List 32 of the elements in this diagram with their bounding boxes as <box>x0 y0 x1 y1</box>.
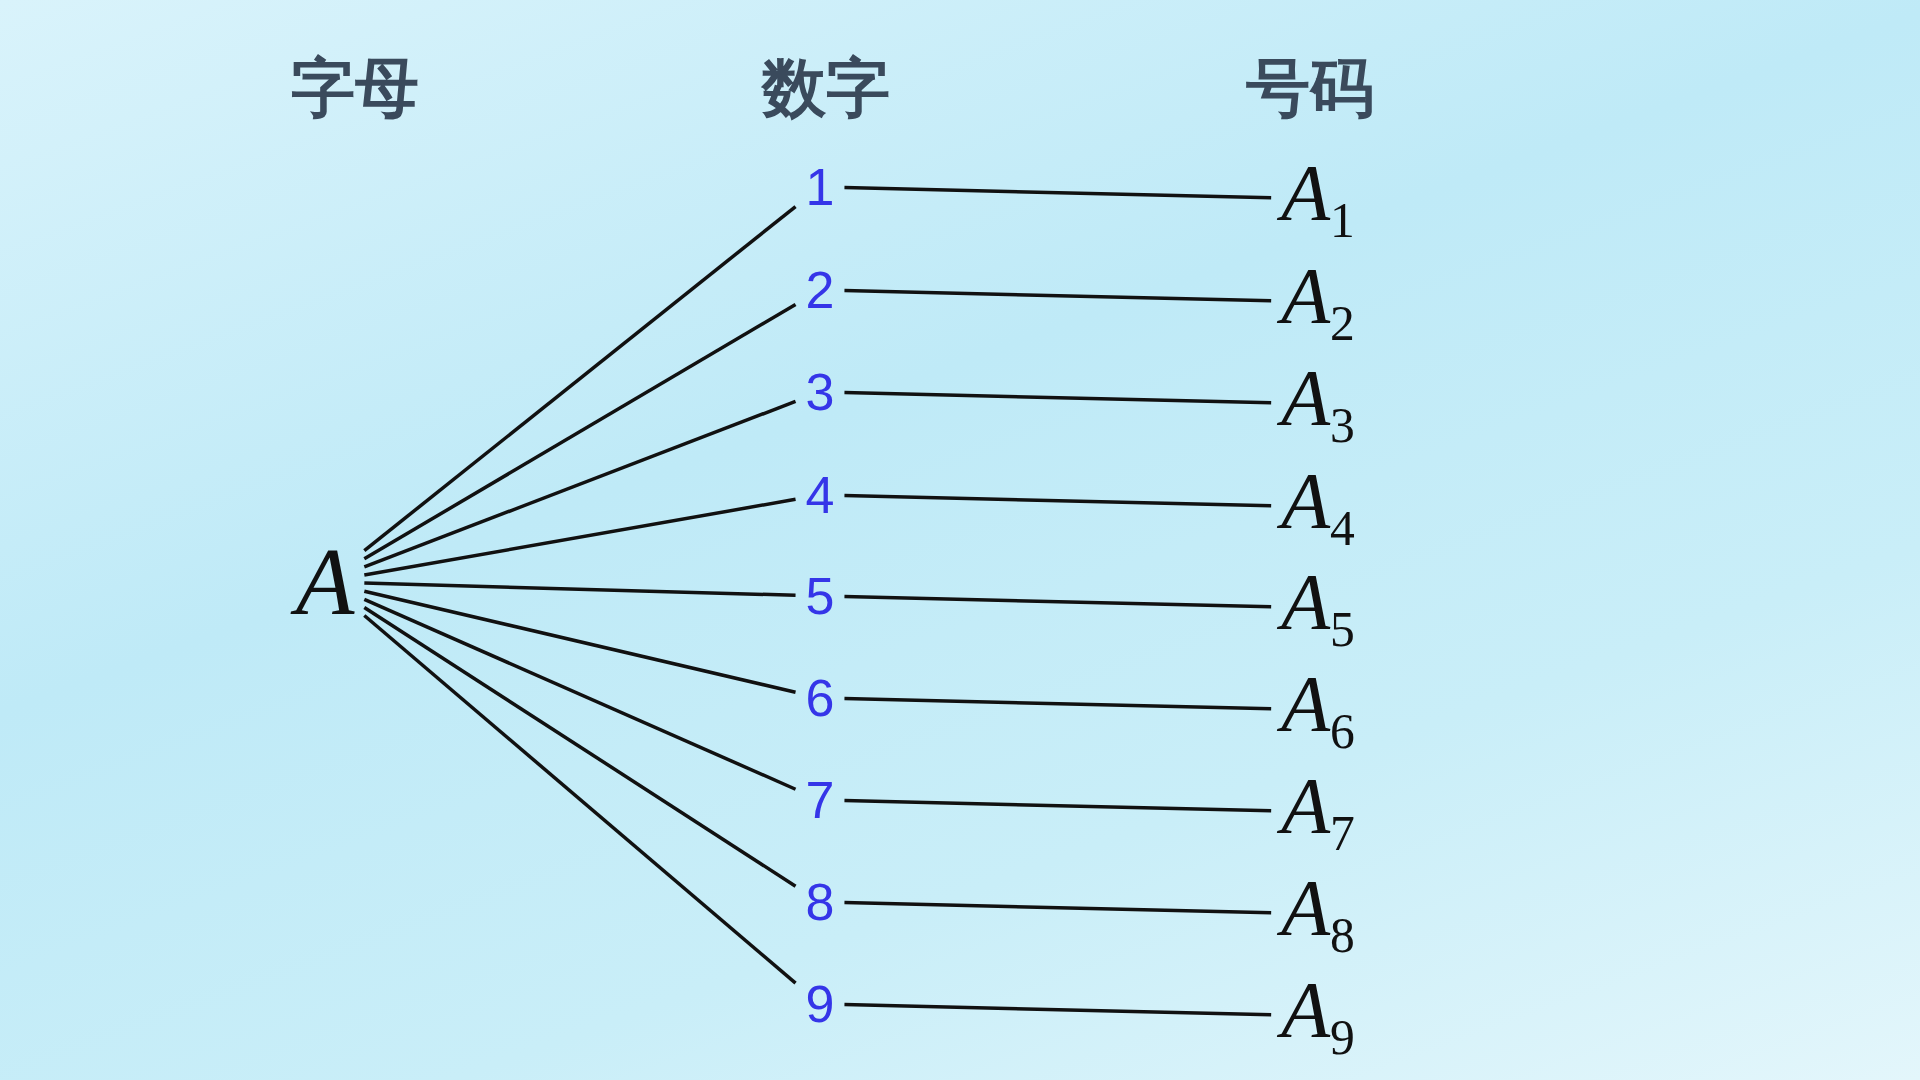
connector-line <box>844 185 1272 200</box>
number-label: 2 <box>795 258 845 322</box>
connector-line <box>844 900 1272 915</box>
number-label: 6 <box>795 666 845 730</box>
connector-line <box>364 497 796 577</box>
connector-line <box>364 581 796 598</box>
connector-line <box>844 798 1272 813</box>
connector-line <box>363 614 797 985</box>
connector-line <box>363 589 796 694</box>
number-label: 8 <box>795 870 845 934</box>
connector-line <box>844 1002 1272 1017</box>
code-label: A$_{1}$ <box>1271 146 1365 252</box>
connector-line <box>844 594 1272 609</box>
connector-line <box>844 288 1272 303</box>
column-heading: 字母 <box>291 49 419 127</box>
connector-line <box>363 302 797 561</box>
number-label: 4 <box>795 463 845 527</box>
number-label: 9 <box>795 972 845 1036</box>
letter-label: A <box>285 528 365 636</box>
connector-line <box>363 205 797 552</box>
number-label: 7 <box>795 768 845 832</box>
column-heading: 数字 <box>762 49 890 127</box>
number-label: 5 <box>795 564 845 628</box>
connector-line <box>363 597 797 791</box>
connector-line <box>844 696 1272 711</box>
connector-line <box>844 390 1272 405</box>
connector-line <box>363 605 797 888</box>
number-label: 3 <box>795 360 845 424</box>
column-heading: 号码 <box>1246 49 1374 127</box>
number-label: 1 <box>795 155 845 219</box>
connector-line <box>363 399 797 569</box>
connector-line <box>844 493 1272 508</box>
